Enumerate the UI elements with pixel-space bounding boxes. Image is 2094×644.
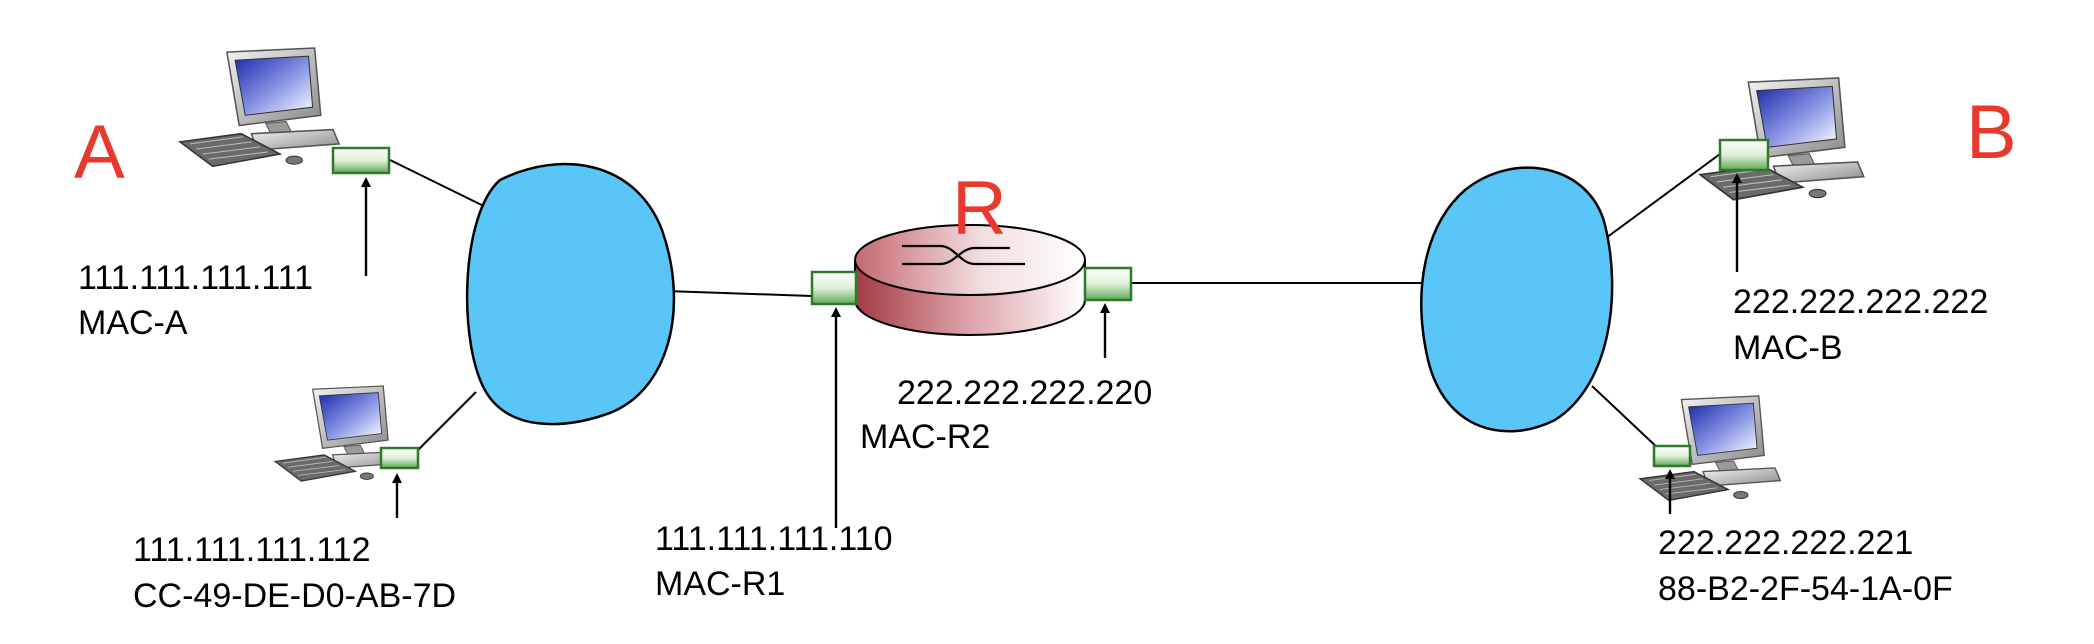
host-b-mac: MAC-B [1733, 329, 1843, 367]
router-r2-mac: MAC-R2 [860, 418, 990, 456]
host-b2-mac: 88-B2-2F-54-1A-0F [1658, 570, 1953, 608]
host-b2-ip: 222.222.222.221 [1658, 524, 1913, 562]
host-a-ip: 111.111.111.111 [78, 259, 313, 297]
router-letter: R [952, 166, 1007, 251]
host-a-letter: A [74, 110, 125, 195]
adapter-b-icon [1718, 138, 1770, 172]
router-icon [854, 224, 1086, 336]
right-subnet-cloud [1420, 166, 1614, 433]
link-a2-to-left-subnet [417, 391, 477, 451]
adapter-b2-icon [1652, 444, 1692, 468]
host-b-ip: 222.222.222.222 [1733, 283, 1988, 321]
router-r2-ip: 222.222.222.220 [897, 374, 1152, 412]
router-r1-mac: MAC-R1 [655, 565, 785, 603]
adapter-a2-icon [379, 446, 420, 470]
adapter-r1-icon [810, 270, 858, 306]
link-left-subnet-to-router [665, 290, 813, 297]
host-a2-ip: 111.111.111.112 [133, 531, 371, 569]
link-right-subnet-to-b [1605, 153, 1721, 239]
router-r1-ip: 111.111.111.110 [655, 520, 893, 558]
link-right-subnet-to-b2 [1591, 385, 1661, 451]
host-a-mac: MAC-A [78, 304, 188, 342]
host-a-computer-icon [179, 47, 340, 168]
adapter-a-icon [331, 146, 391, 175]
left-subnet-cloud [465, 162, 676, 426]
adapter-r2-icon [1083, 266, 1133, 302]
host-a2-mac: CC-49-DE-D0-AB-7D [133, 577, 456, 615]
host-b-letter: B [1966, 90, 2017, 175]
links [389, 153, 1721, 451]
adapter-arrows [361, 173, 1742, 528]
